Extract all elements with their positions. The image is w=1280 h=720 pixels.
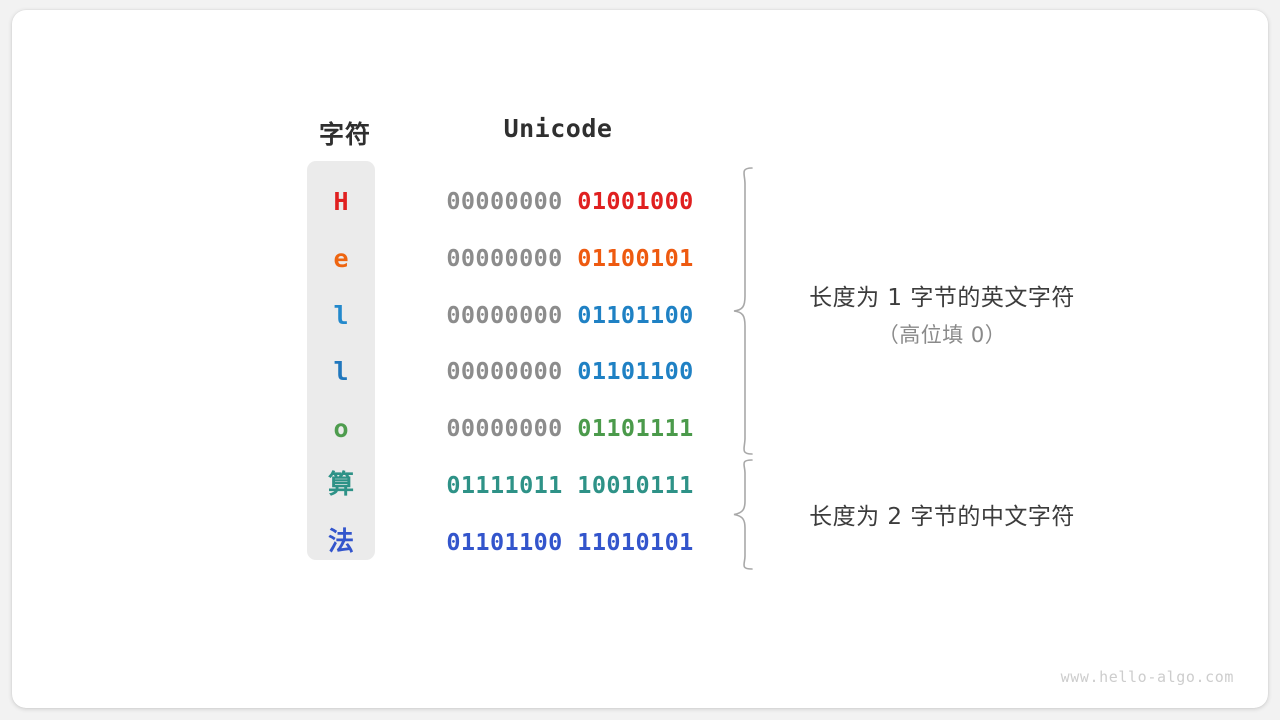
diagram-card: 字符 Unicode H 00000000 01001000 e 00000000 0… xyxy=(12,10,1268,708)
binary-high-byte: 00000000 xyxy=(446,187,563,215)
column-header-character: 字符 xyxy=(318,120,371,149)
binary-high-byte: 00000000 xyxy=(446,414,563,443)
character-cell: 算 xyxy=(327,470,354,500)
binary-byte-separator xyxy=(563,528,578,556)
binary-high-byte: 01101100 xyxy=(446,527,563,556)
annotation-double-byte: 长度为 2 字节的中文字符 xyxy=(772,497,1112,531)
character-column-background xyxy=(307,161,375,560)
brace-double-byte xyxy=(733,459,753,570)
column-header-unicode: Unicode xyxy=(503,114,613,143)
character-cell: o xyxy=(333,414,349,444)
binary-low-byte: 01100101 xyxy=(577,243,694,272)
binary-byte-separator xyxy=(563,301,578,329)
brace-single-byte xyxy=(733,167,753,455)
binary-high-byte: 01111011 xyxy=(446,471,563,499)
character-cell: H xyxy=(333,187,349,216)
binary-row: 01111011 10010111 xyxy=(432,457,708,514)
watermark-url: www.hello-algo.com xyxy=(1060,668,1234,686)
character-cell: l xyxy=(333,300,349,330)
binary-high-byte: 00000000 xyxy=(446,243,563,272)
binary-low-byte: 01101111 xyxy=(577,414,694,443)
binary-byte-separator xyxy=(563,414,578,442)
binary-row: 01101100 11010101 xyxy=(432,514,708,571)
binary-high-byte: 00000000 xyxy=(446,300,563,329)
annotation-double-byte-main: 长度为 2 字节的中文字符 xyxy=(809,504,1075,530)
character-cell: 法 xyxy=(327,526,354,557)
binary-row: 00000000 01001000 xyxy=(432,173,708,230)
binary-row: 00000000 01101100 xyxy=(432,287,708,344)
binary-high-byte: 00000000 xyxy=(446,357,563,386)
character-cell: l xyxy=(333,357,349,387)
binary-row: 00000000 01100101 xyxy=(432,230,708,287)
binary-row: 00000000 01101111 xyxy=(432,400,708,457)
binary-low-byte: 01101100 xyxy=(577,357,694,386)
binary-low-byte: 01101100 xyxy=(577,300,694,329)
binary-low-byte: 10010111 xyxy=(577,471,694,499)
binary-low-byte: 11010101 xyxy=(577,527,694,556)
annotation-single-byte-main: 长度为 1 字节的英文字符 xyxy=(809,285,1075,311)
binary-byte-separator xyxy=(563,187,578,215)
binary-byte-separator xyxy=(563,357,578,385)
annotation-single-byte: 长度为 1 字节的英文字符 （高位填 0） xyxy=(772,278,1112,349)
binary-low-byte: 01001000 xyxy=(577,187,694,215)
annotation-single-byte-sub: （高位填 0） xyxy=(877,323,1007,347)
character-cell: e xyxy=(333,243,349,273)
binary-row: 00000000 01101100 xyxy=(432,343,708,400)
binary-byte-separator xyxy=(563,471,578,499)
binary-byte-separator xyxy=(563,244,578,272)
